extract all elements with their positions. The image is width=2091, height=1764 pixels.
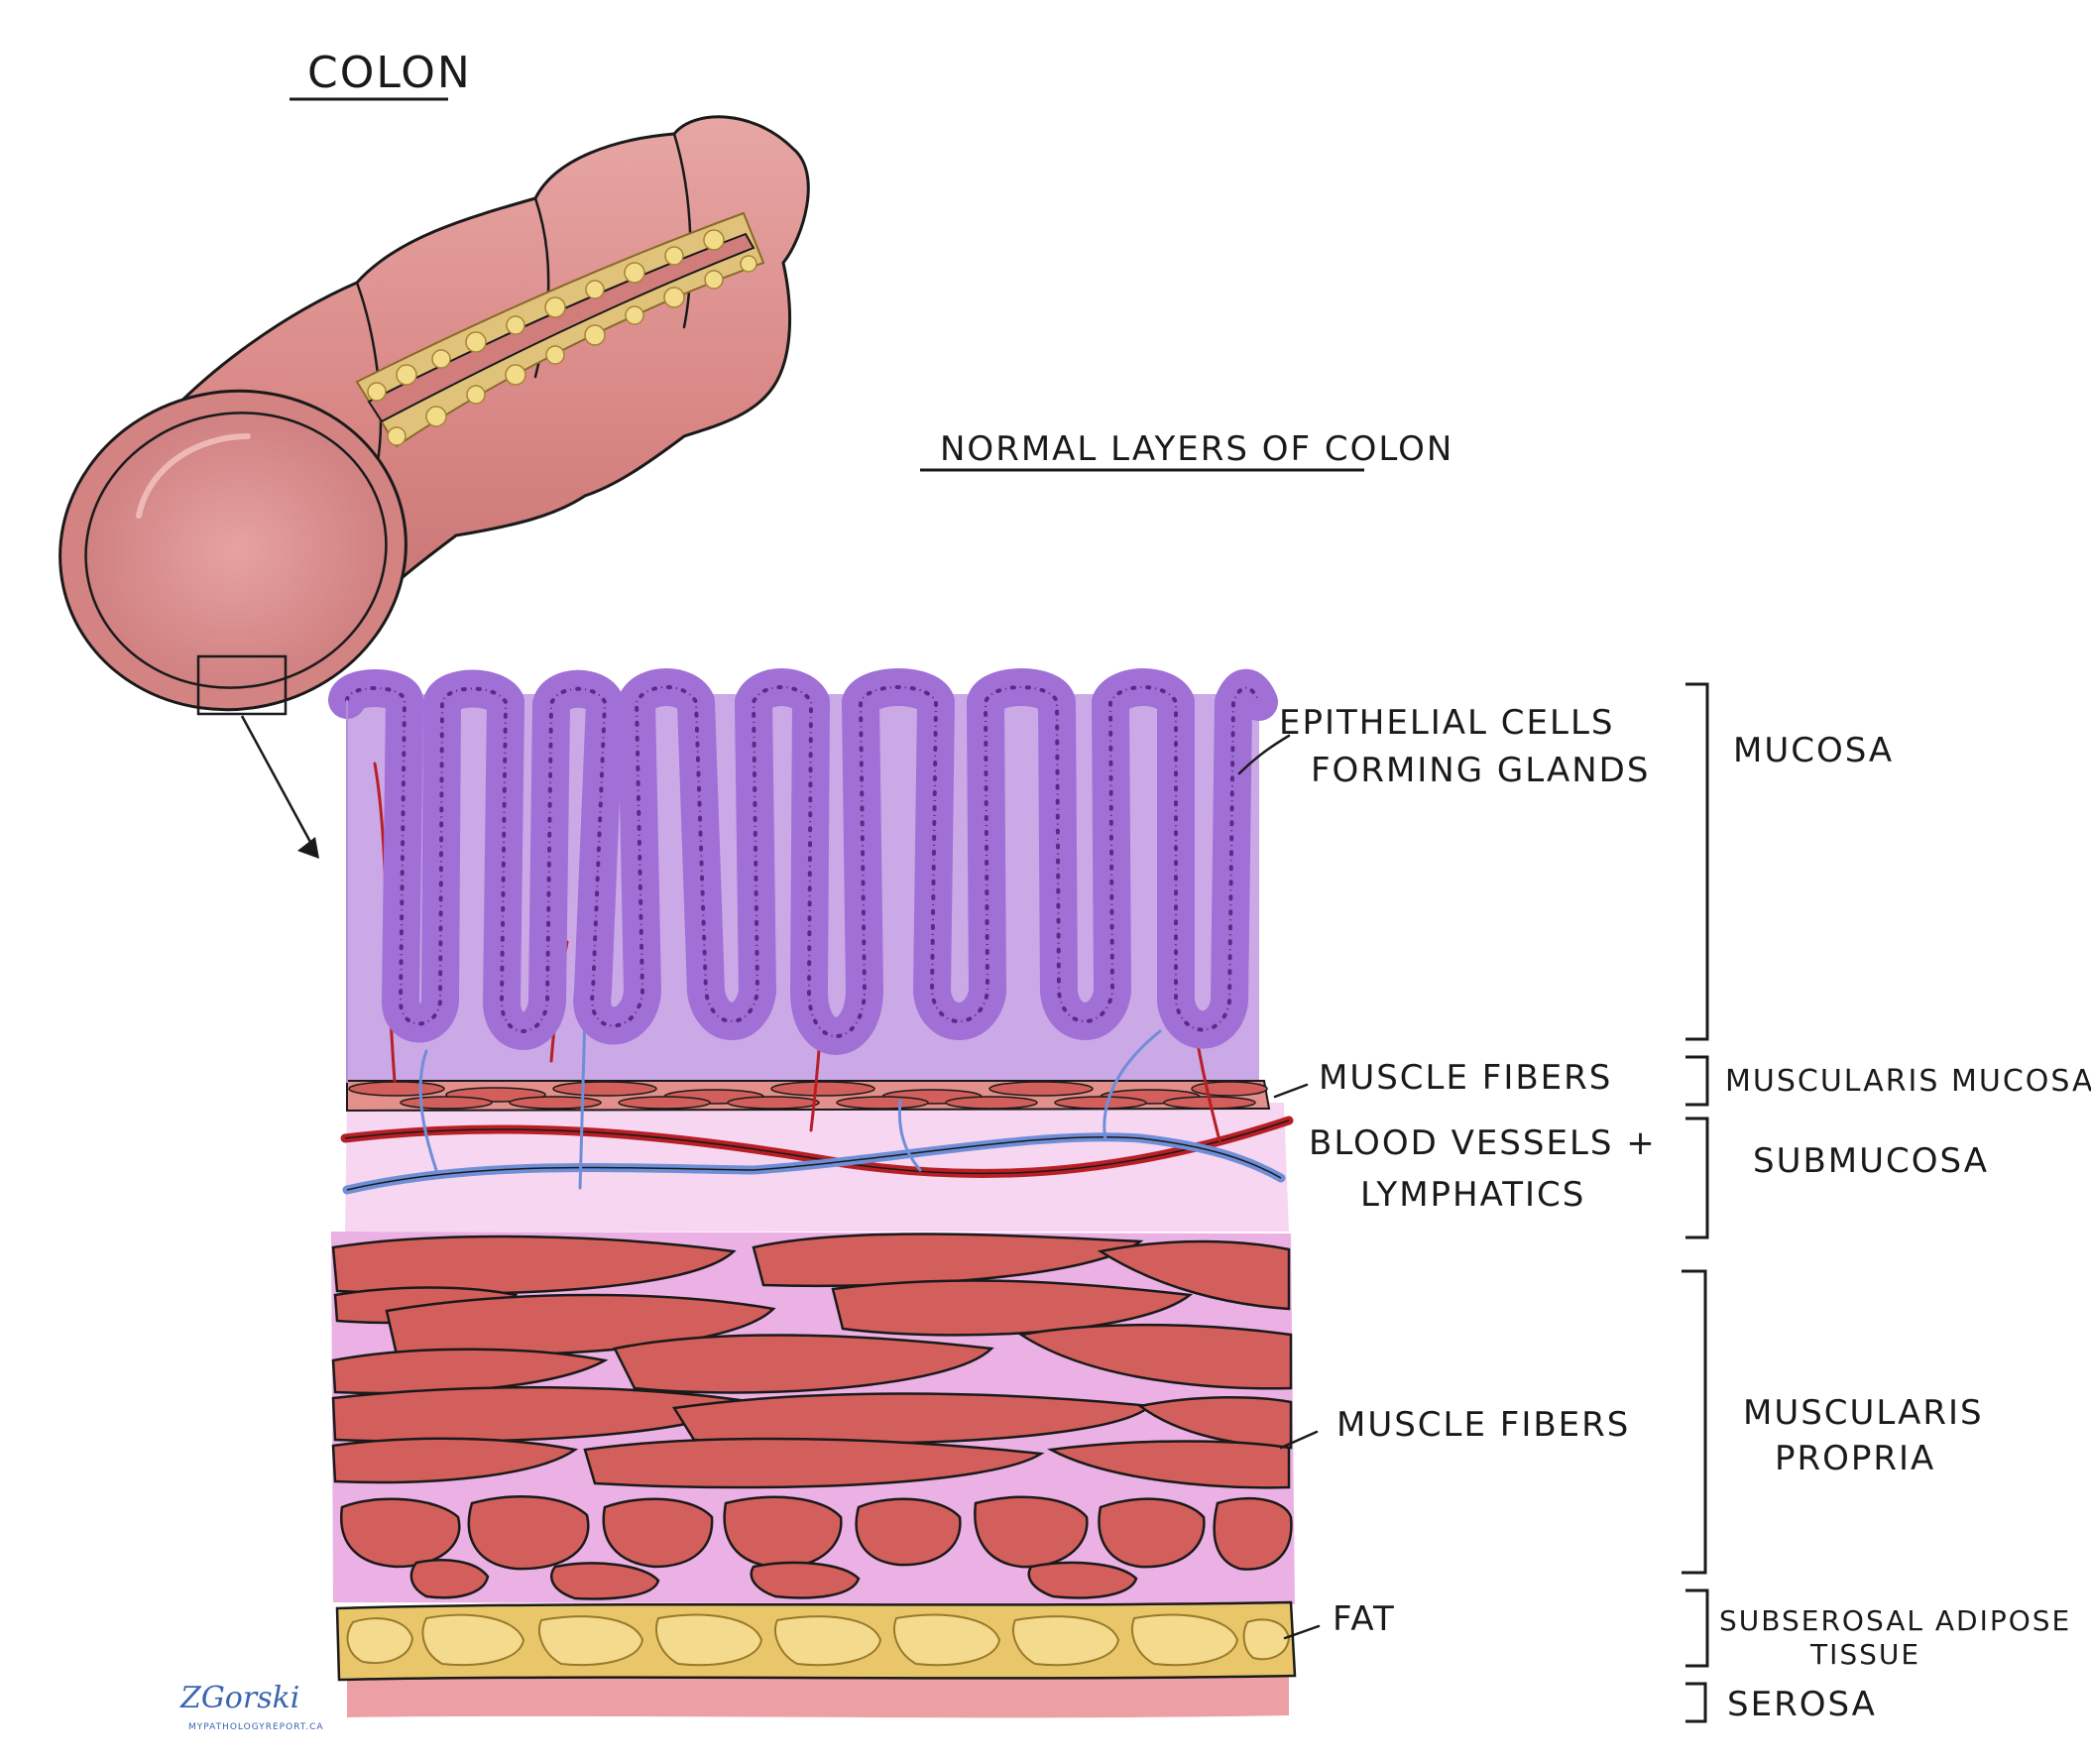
- colon-title: COLON: [290, 48, 472, 101]
- bracket-submucosa: [1685, 1117, 1709, 1239]
- layer-serosa: SEROSA: [1727, 1685, 1877, 1724]
- colon-title-text: COLON: [307, 48, 472, 98]
- bracket-subserosal: [1685, 1588, 1709, 1668]
- taenia-coli: [355, 211, 765, 448]
- layer-brackets: [1682, 682, 1709, 1723]
- layer-subserosal-line2: TISSUE: [1809, 1638, 1920, 1671]
- colon-lumen: [84, 412, 388, 689]
- layer-mucosa: MUCOSA: [1733, 731, 1894, 770]
- zoom-arrow: [240, 715, 319, 856]
- wall-cross-section: [328, 668, 1297, 1718]
- layer-muscularis-propria-line1: MUSCULARIS: [1743, 1393, 1984, 1433]
- label-muscle-fibers-upper: MUSCLE FIBERS: [1319, 1058, 1612, 1098]
- muscularis-mucosa-fibers: [348, 1081, 1268, 1110]
- labels-group: EPITHELIAL CELLS FORMING GLANDS MUSCLE F…: [1237, 703, 1657, 1640]
- label-epithelial-line2: FORMING GLANDS: [1311, 751, 1650, 790]
- muscle-fibers-lower-leader: [1279, 1430, 1319, 1450]
- fat-leader: [1283, 1624, 1321, 1640]
- label-fat: FAT: [1333, 1599, 1396, 1639]
- signature-site: MYPATHOLOGYREPORT.CA: [188, 1722, 324, 1732]
- label-epithelial-line1: EPITHELIAL CELLS: [1279, 703, 1615, 743]
- layer-subserosal-line1: SUBSEROSAL ADIPOSE: [1719, 1604, 2071, 1637]
- colonic-glands: [328, 668, 1278, 1055]
- layer-submucosa: SUBMUCOSA: [1753, 1141, 1989, 1181]
- bracket-serosa: [1685, 1682, 1707, 1723]
- layer-muscularis-mucosa: MUSCULARIS MUCOSA: [1725, 1064, 2091, 1099]
- label-vessels-line1: BLOOD VESSELS +: [1309, 1123, 1657, 1163]
- muscle-fibers-upper-leader: [1273, 1083, 1309, 1099]
- fat-lobules: [346, 1613, 1291, 1667]
- signature-name: ZGorski: [179, 1681, 299, 1715]
- epithelial-leader: [1237, 734, 1291, 775]
- section-title-text: NORMAL LAYERS OF COLON: [940, 429, 1453, 469]
- label-vessels-line2: LYMPHATICS: [1360, 1175, 1585, 1215]
- zoom-region-box: [196, 654, 288, 716]
- bracket-mucosa: [1685, 682, 1709, 1041]
- artist-signature: ZGorski MYPATHOLOGYREPORT.CA: [179, 1681, 324, 1732]
- layer-muscularis-propria-line2: PROPRIA: [1775, 1439, 1935, 1478]
- muscularis-propria-circular-fibers: [340, 1495, 1293, 1600]
- bracket-muscularis-mucosa: [1685, 1055, 1709, 1107]
- bracket-muscularis-propria: [1682, 1269, 1707, 1575]
- section-title: NORMAL LAYERS OF COLON: [920, 429, 1453, 472]
- serosa-layer: [347, 1672, 1289, 1718]
- muscularis-propria-fibers: [331, 1233, 1293, 1489]
- layer-names: MUCOSA MUSCULARIS MUCOSA SUBMUCOSA MUSCU…: [1719, 731, 2091, 1724]
- colon-tube-illustration: [58, 115, 810, 859]
- label-muscle-fibers-lower: MUSCLE FIBERS: [1336, 1405, 1630, 1445]
- zoom-arrow-head: [297, 837, 319, 859]
